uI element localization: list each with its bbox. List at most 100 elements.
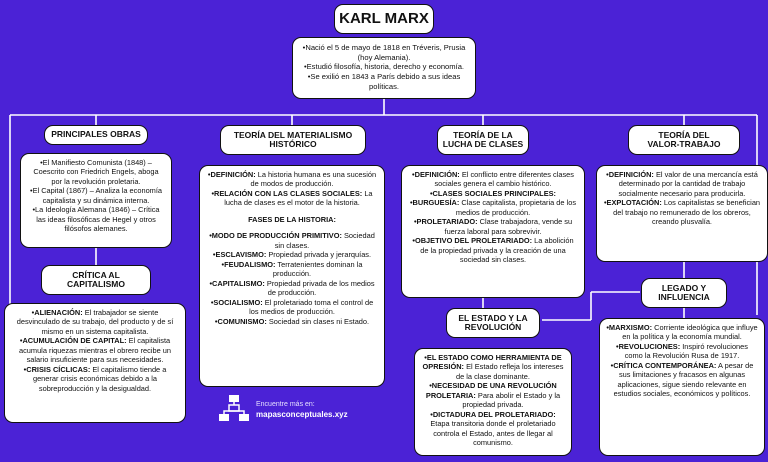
critica-box: •ALIENACIÓN: El trabajador se siente des… [4, 303, 186, 423]
critica-label: •ACUMULACIÓN DE CAPITAL: [19, 336, 127, 346]
fase-item: •ESCLAVISMO: Propiedad privada y jerarqu… [206, 250, 378, 259]
fase-text: El proletariado toma el control de los m… [249, 297, 374, 317]
lucha-text: Clase trabajadora, vende su fuerza labor… [444, 217, 573, 236]
fase-item: •COMUNISMO: Sociedad sin clases ni Estad… [206, 317, 378, 326]
materialismo-label: •RELACIÓN CON LAS CLASES SOCIALES: [211, 188, 363, 198]
critica-item: •ACUMULACIÓN DE CAPITAL: El capitalista … [11, 336, 179, 364]
valor-label: •EXPLOTACIÓN: [603, 198, 662, 208]
fase-text: Propiedad privada y jerarquías. [266, 250, 372, 260]
legado-item: •CRÍTICA CONTEMPORÁNEA: A pesar de sus l… [606, 361, 758, 399]
concept-map-icon [219, 395, 249, 421]
materialismo-title-line: HISTÓRICO [269, 139, 317, 149]
critica-item: •ALIENACIÓN: El trabajador se siente des… [11, 308, 179, 336]
critica-text: El capitalismo tiende a generar crisis e… [32, 364, 167, 393]
lucha-item: •DEFINICIÓN: El conflicto entre diferent… [408, 170, 578, 189]
estado-text: Etapa transitoria donde el proletariado … [430, 419, 556, 448]
estado-text: El Estado refleja los intereses de la cl… [456, 362, 564, 381]
critica-title-line: CRÍTICA AL [72, 269, 120, 280]
estado-box: •EL ESTADO COMO HERRAMIENTA DE OPRESIÓN:… [414, 348, 572, 456]
lucha-label: •PROLETARIADO: [413, 217, 478, 227]
fases-title: FASES DE LA HISTORIA: [248, 214, 336, 224]
estado-label: •NECESIDAD DE UNA REVOLUCIÓN PROLETARIA: [425, 381, 557, 400]
obras-item: •El Capital (1867) – Analiza la economía… [30, 186, 162, 205]
obras-title: PRINCIPALES OBRAS [51, 129, 141, 140]
valor-item: •EXPLOTACIÓN: Los capitalistas se benefi… [603, 198, 761, 226]
fase-text: Terratenientes dominan la producción. [272, 259, 363, 279]
materialismo-label: •DEFINICIÓN: [207, 170, 256, 179]
valor-title-box: TEORÍA DEL VALOR-TRABAJO [628, 125, 740, 155]
legado-box: •MARXISMO: Corriente ideológica que infl… [599, 318, 765, 456]
page-title-text: KARL MARX [339, 9, 429, 27]
lucha-title-line: TEORÍA DE LA [453, 129, 513, 140]
valor-box: •DEFINICIÓN: El valor de una mercancía e… [596, 165, 768, 262]
estado-label: •DICTADURA DEL PROLETARIADO: [430, 409, 556, 419]
fase-label: •ESCLAVISMO: [212, 250, 267, 260]
valor-text: El valor de una mercancía está determina… [618, 170, 758, 198]
materialismo-title-box: TEORÍA DEL MATERIALISMO HISTÓRICO [220, 125, 366, 155]
materialismo-text: La historia humana es una sucesión de mo… [250, 170, 377, 189]
fase-item: •SOCIALISMO: El proletariado toma el con… [206, 298, 378, 317]
legado-label: •MARXISMO: [606, 323, 653, 332]
valor-text: Los capitalistas se benefician del traba… [613, 198, 761, 227]
lucha-item: •BURGUESÍA: Clase capitalista, propietar… [408, 198, 578, 217]
intro-line: •Se exilió en 1843 a París debido a sus … [307, 72, 461, 91]
critica-title-box: CRÍTICA AL CAPITALISMO [41, 265, 151, 295]
lucha-item: •PROLETARIADO: Clase trabajadora, vende … [408, 217, 578, 236]
lucha-clases-title: •CLASES SOCIALES PRINCIPALES: [429, 188, 557, 198]
footer-link[interactable]: mapasconceptuales.xyz [256, 410, 348, 419]
lucha-title-box: TEORÍA DE LA LUCHA DE CLASES [437, 125, 529, 155]
legado-text: Corriente ideológica que influye en la p… [622, 323, 758, 342]
critica-title-line: CAPITALISMO [67, 279, 125, 289]
fase-label: •CAPITALISMO: [209, 278, 265, 288]
legado-label: •CRÍTICA CONTEMPORÁNEA: [610, 360, 717, 370]
lucha-text: El conflicto entre diferentes clases soc… [434, 170, 574, 189]
fase-label: •MODO DE PRODUCCIÓN PRIMITIVO: [209, 231, 342, 241]
obras-box: •El Manifiesto Comunista (1848) – Coescr… [20, 153, 172, 248]
fase-label: •COMUNISMO: [214, 316, 267, 326]
estado-title-line: EL ESTADO Y LA [458, 312, 528, 323]
estado-item: •NECESIDAD DE UNA REVOLUCIÓN PROLETARIA:… [421, 381, 565, 409]
legado-title-line: INFLUENCIA [658, 292, 710, 302]
obras-item: •El Manifiesto Comunista (1848) – Coescr… [33, 158, 159, 186]
valor-title-line: TEORÍA DEL [658, 129, 710, 140]
materialismo-title-line: TEORÍA DEL MATERIALISMO [233, 129, 353, 140]
fase-text: Sociedad sin clases ni Estado. [266, 316, 370, 326]
legado-item: •MARXISMO: Corriente ideológica que infl… [606, 323, 758, 342]
legado-title-line: LEGADO Y [661, 282, 707, 293]
lucha-box: •DEFINICIÓN: El conflicto entre diferent… [401, 165, 585, 298]
fase-item: •CAPITALISMO: Propiedad privada de los m… [206, 279, 378, 298]
critica-text: El capitalista acumula riquezas mientras… [19, 336, 171, 365]
fase-item: •MODO DE PRODUCCIÓN PRIMITIVO: Sociedad … [206, 231, 378, 250]
materialismo-item: •RELACIÓN CON LAS CLASES SOCIALES: La lu… [206, 189, 378, 208]
materialismo-box: •DEFINICIÓN: La historia humana es una s… [199, 165, 385, 387]
critica-label: •ALIENACIÓN: [31, 308, 83, 317]
lucha-label: •BURGUESÍA: [409, 198, 460, 208]
valor-item: •DEFINICIÓN: El valor de una mercancía e… [603, 170, 761, 198]
lucha-label: •OBJETIVO DEL PROLETARIADO: [412, 236, 533, 246]
critica-item: •CRISIS CÍCLICAS: El capitalismo tiende … [11, 365, 179, 393]
lucha-text: La abolición de la propiedad privada y l… [420, 236, 574, 265]
footer-logo[interactable]: Encuentre más en: mapasconceptuales.xyz [218, 394, 376, 424]
legado-title-box: LEGADO Y INFLUENCIA [641, 278, 727, 308]
estado-text: Para abolir el Estado y la propiedad pri… [462, 390, 561, 410]
lucha-label: •DEFINICIÓN: [412, 170, 460, 179]
intro-box: •Nació el 5 de mayo de 1818 en Tréveris,… [292, 37, 476, 99]
page-title: KARL MARX [334, 4, 434, 34]
fase-item: •FEUDALISMO: Terratenientes dominan la p… [206, 260, 378, 279]
critica-text: El trabajador se siente desvinculado de … [16, 308, 174, 336]
legado-item: •REVOLUCIONES: Inspiró revoluciones como… [606, 342, 758, 361]
lucha-text: Clase capitalista, propietaria de los me… [455, 198, 577, 217]
intro-line: •Estudió filosofía, historia, derecho y … [303, 62, 465, 72]
estado-item: •DICTADURA DEL PROLETARIADO: Etapa trans… [421, 410, 565, 448]
footer-caption: Encuentre más en: [256, 401, 315, 408]
fase-label: •FEUDALISMO: [221, 259, 276, 269]
legado-label: •REVOLUCIONES: [616, 341, 681, 351]
legado-text: Inspiró revoluciones como la Revolución … [624, 341, 748, 361]
estado-title-line: REVOLUCIÓN [464, 322, 522, 332]
fase-text: Sociedad sin clases. [274, 231, 375, 250]
lucha-item: •OBJETIVO DEL PROLETARIADO: La abolición… [408, 236, 578, 264]
intro-line: •Nació el 5 de mayo de 1818 en Tréveris,… [302, 43, 466, 62]
estado-label: •EL ESTADO COMO HERRAMIENTA DE OPRESIÓN: [422, 353, 562, 372]
critica-label: •CRISIS CÍCLICAS: [23, 364, 91, 374]
